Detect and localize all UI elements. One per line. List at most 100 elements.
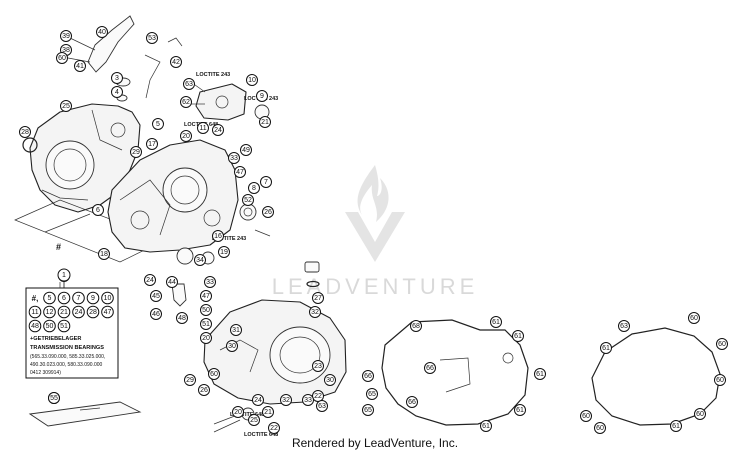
part-callout[interactable]: 5	[152, 118, 164, 130]
manual-callout[interactable]: 55	[48, 392, 60, 404]
part-callout[interactable]: 51	[200, 318, 212, 330]
part-callout[interactable]: 26	[198, 384, 210, 396]
part-callout[interactable]: 39	[60, 30, 72, 42]
part-callout[interactable]: 26	[262, 206, 274, 218]
kit-grid-callout[interactable]: 48	[28, 319, 42, 333]
part-callout[interactable]: 4	[111, 86, 123, 98]
part-callout[interactable]: 46	[150, 308, 162, 320]
kit-grid-callout[interactable]: 47	[101, 305, 114, 319]
part-callout[interactable]: 21	[262, 406, 274, 418]
part-callout[interactable]: 31	[230, 324, 242, 336]
part-callout[interactable]: 8	[248, 182, 260, 194]
part-callout[interactable]: 11	[197, 122, 209, 134]
kit-grid-callout[interactable]: 51	[57, 319, 71, 333]
kit-grid-callout[interactable]: 9	[86, 291, 100, 305]
part-callout[interactable]: 22	[268, 422, 280, 434]
part-callout[interactable]: 65	[366, 388, 378, 400]
part-callout[interactable]: 30	[324, 374, 336, 386]
part-callout[interactable]: 18	[98, 248, 110, 260]
part-callout[interactable]: 65	[362, 404, 374, 416]
part-callout[interactable]: 66	[362, 370, 374, 382]
part-callout[interactable]: 63	[316, 400, 328, 412]
part-callout[interactable]: 60	[56, 52, 68, 64]
part-callout[interactable]: 22	[312, 390, 324, 402]
part-callout[interactable]: 61	[514, 404, 526, 416]
part-callout[interactable]: 32	[280, 394, 292, 406]
part-callout[interactable]: 60	[208, 368, 220, 380]
part-callout[interactable]: 19	[218, 246, 230, 258]
part-callout[interactable]: 30	[226, 340, 238, 352]
kit-grid-callout[interactable]: 28	[86, 305, 100, 319]
part-callout[interactable]: 61	[600, 342, 612, 354]
part-callout[interactable]: 60	[594, 422, 606, 434]
part-callout[interactable]: 34	[194, 254, 206, 266]
part-callout[interactable]: 47	[200, 290, 212, 302]
kit-grid-callout[interactable]: 10	[101, 291, 114, 305]
part-callout[interactable]: 42	[170, 56, 182, 68]
part-callout[interactable]: 68	[410, 320, 422, 332]
svg-text:51: 51	[202, 321, 210, 328]
part-callout[interactable]: 24	[252, 394, 264, 406]
part-callout[interactable]: 16	[212, 230, 224, 242]
part-callout[interactable]: 48	[176, 312, 188, 324]
part-callout[interactable]: 66	[406, 396, 418, 408]
part-callout[interactable]: 20	[180, 130, 192, 142]
part-callout[interactable]: 41	[74, 60, 86, 72]
part-callout[interactable]: 17	[146, 138, 158, 150]
part-callout[interactable]: 63	[618, 320, 630, 332]
part-callout[interactable]: 32	[309, 306, 321, 318]
part-callout[interactable]: 25	[248, 414, 260, 426]
part-callout[interactable]: 44	[166, 276, 178, 288]
part-callout[interactable]: 25	[60, 100, 72, 112]
part-callout[interactable]: 7	[260, 176, 272, 188]
part-callout[interactable]: 23	[312, 360, 324, 372]
part-callout[interactable]: 20	[200, 332, 212, 344]
part-callout[interactable]: 20	[232, 406, 244, 418]
part-callout[interactable]: 60	[714, 374, 726, 386]
part-callout[interactable]: 53	[146, 32, 158, 44]
kit-grid-callout[interactable]: 11	[28, 305, 42, 319]
part-callout[interactable]: 47	[234, 166, 246, 178]
part-callout[interactable]: 40	[96, 26, 108, 38]
part-callout[interactable]: 9	[256, 90, 268, 102]
part-callout[interactable]: 66	[424, 362, 436, 374]
kit-grid-callout[interactable]: 5	[43, 291, 56, 305]
part-callout[interactable]: 50	[200, 304, 212, 316]
part-callout[interactable]: 33	[204, 276, 216, 288]
kit-grid-callout[interactable]: 24	[72, 305, 85, 319]
kit-grid-callout[interactable]: 6	[57, 291, 71, 305]
svg-text:61: 61	[602, 345, 610, 352]
part-callout[interactable]: 27	[312, 292, 324, 304]
part-callout[interactable]: 60	[688, 312, 700, 324]
part-callout[interactable]: 24	[144, 274, 156, 286]
part-callout[interactable]: 29	[130, 146, 142, 158]
part-callout[interactable]: 45	[150, 290, 162, 302]
part-callout[interactable]: 29	[184, 374, 196, 386]
part-callout[interactable]: 10	[246, 74, 258, 86]
kit-grid-callout[interactable]: 7	[72, 291, 85, 305]
part-callout[interactable]: 28	[19, 126, 31, 138]
part-callout[interactable]: 21	[259, 116, 271, 128]
svg-text:5: 5	[48, 295, 52, 302]
part-callout[interactable]: 52	[242, 194, 254, 206]
part-callout[interactable]: 24	[212, 124, 224, 136]
part-callout[interactable]: 61	[480, 420, 492, 432]
part-callout[interactable]: 61	[670, 420, 682, 432]
part-callout[interactable]: 60	[694, 408, 706, 420]
kit-grid-callout[interactable]: 21	[57, 305, 71, 319]
part-callout[interactable]: 63	[183, 78, 195, 90]
kit-grid-callout[interactable]: 12	[43, 305, 56, 319]
kit-grid-callout[interactable]: 50	[43, 319, 56, 333]
part-callout[interactable]: 61	[512, 330, 524, 342]
part-callout[interactable]: 61	[490, 316, 502, 328]
part-callout[interactable]: 6	[92, 204, 104, 216]
part-callout[interactable]: 60	[580, 410, 592, 422]
part-callout[interactable]: 33	[302, 394, 314, 406]
part-callout[interactable]: 61	[534, 368, 546, 380]
part-callout[interactable]: 49	[240, 144, 252, 156]
part-callout[interactable]: 62	[180, 96, 192, 108]
part-callout[interactable]: 60	[716, 338, 728, 350]
part-callout[interactable]: 3	[111, 72, 123, 84]
part-callout[interactable]: 33	[228, 152, 240, 164]
kit-callout[interactable]: 1	[57, 268, 71, 282]
